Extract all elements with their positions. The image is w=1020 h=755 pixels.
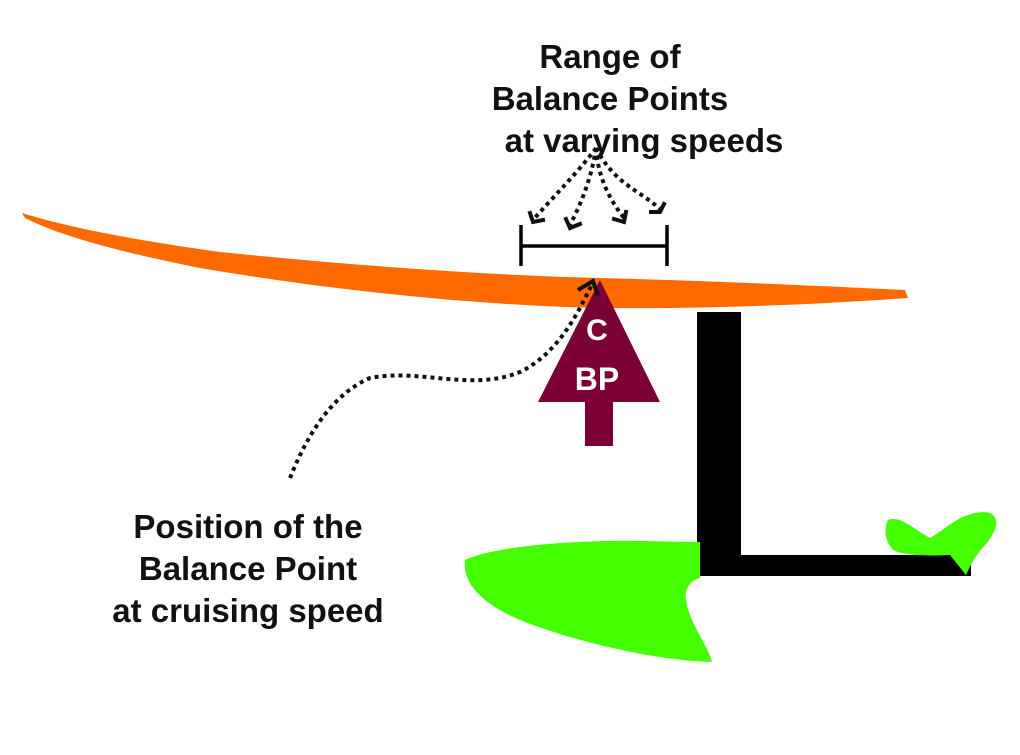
range-arrowheads (527, 201, 667, 231)
cbp-marker-line2: BP (575, 361, 619, 397)
mast (697, 312, 741, 574)
cruise-balance-point-label: Position of the Balance Point at cruisin… (78, 506, 418, 632)
range-bracket (519, 225, 669, 266)
range-of-balance-points-label: Range of Balance Points at varying speed… (440, 36, 800, 162)
fuselage (697, 555, 971, 576)
range-label-line1: Range of (539, 38, 681, 75)
front-wing (464, 540, 712, 662)
cruise-arrow (288, 283, 594, 479)
board (22, 213, 908, 309)
rear-stabilizer (885, 512, 997, 575)
position-label-line1: Position of the (133, 508, 363, 545)
cbp-marker-line1: C (586, 314, 608, 347)
range-label-line3: at varying speeds (504, 122, 784, 159)
position-label-line3: at cruising speed (112, 592, 384, 629)
range-label-line2: Balance Points (491, 80, 729, 117)
position-label-line2: Balance Point (138, 550, 358, 587)
cruise-arrowhead (576, 278, 600, 297)
cbp-marker: C BP (538, 280, 660, 446)
range-arrows (531, 146, 663, 226)
